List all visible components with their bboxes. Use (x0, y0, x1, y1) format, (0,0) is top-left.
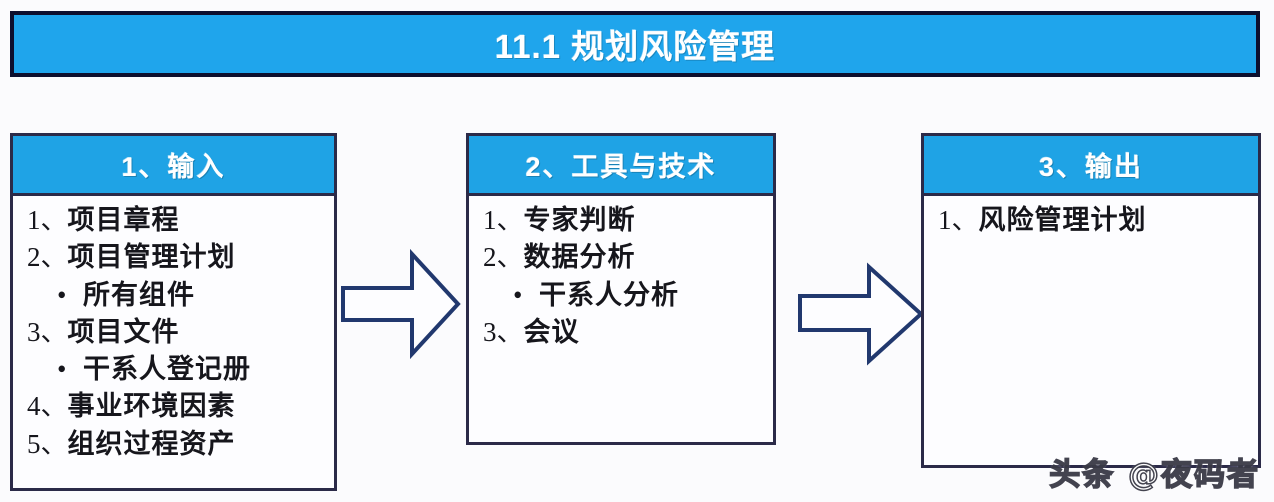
list-item-label: 组织过程资产 (67, 428, 236, 460)
process-box-tools-header: 2、工具与技术 (469, 136, 773, 196)
list-item-marker: 1、 (27, 205, 68, 235)
page-title: 11.1 规划风险管理 (494, 28, 776, 65)
process-box-input: 1、输入 1、项目章程 2、项目管理计划 • 所有组件 3、项目文件 • 干系人登记… (10, 133, 337, 491)
list-item-marker: • (57, 354, 67, 384)
list-item-marker: 2、 (483, 242, 524, 273)
list-item-label: 专家判断 (523, 205, 636, 236)
slide-title-banner: 11.1 规划风险管理 (10, 11, 1260, 77)
list-item-marker: 1、 (938, 205, 979, 235)
list-item-label: 项目文件 (67, 316, 180, 348)
process-box-output-body: 1、风险管理计划 (924, 196, 1258, 243)
process-box-input-header-label: 1、输入 (121, 152, 226, 182)
list-item: 1、专家判断 (483, 202, 769, 239)
list-item: 1、风险管理计划 (938, 202, 1254, 239)
list-item: 5、组织过程资产 (27, 426, 330, 463)
list-item-marker: 5、 (27, 428, 68, 459)
list-item: 4、事业环境因素 (27, 388, 330, 425)
watermark: 头条 @夜码者 (1048, 456, 1260, 494)
list-item-label: 项目管理计划 (67, 242, 236, 274)
list-item-marker: 2、 (27, 242, 68, 273)
process-box-input-body: 1、项目章程 2、项目管理计划 • 所有组件 3、项目文件 • 干系人登记册 4、事… (13, 196, 334, 467)
list-item-marker: • (513, 279, 523, 310)
list-item: 3、项目文件 (27, 314, 330, 351)
list-item-marker: • (57, 279, 67, 310)
list-item-label: 项目章程 (67, 205, 180, 236)
right-arrow-icon (798, 262, 924, 366)
list-item: 1、项目章程 (27, 202, 330, 239)
list-item-label: 数据分析 (523, 242, 636, 274)
process-box-input-header: 1、输入 (13, 136, 334, 196)
list-item-label: 干系人登记册 (83, 354, 251, 385)
list-item-label: 风险管理计划 (978, 205, 1147, 236)
process-box-tools: 2、工具与技术 1、专家判断 2、数据分析 • 干系人分析 3、会议 (466, 133, 776, 445)
list-item: 2、数据分析 (483, 239, 769, 276)
process-box-output-header-label: 3、输出 (1038, 152, 1144, 182)
list-item-marker: 3、 (27, 316, 68, 347)
list-item: • 所有组件 (27, 277, 330, 314)
list-item-label: 事业环境因素 (67, 391, 236, 423)
list-item: • 干系人分析 (483, 277, 769, 314)
list-item: 2、项目管理计划 (27, 239, 330, 276)
list-item-label: 干系人分析 (539, 279, 679, 311)
process-box-output-header: 3、输出 (924, 136, 1258, 196)
process-box-tools-body: 1、专家判断 2、数据分析 • 干系人分析 3、会议 (469, 196, 773, 355)
process-box-tools-header-label: 2、工具与技术 (525, 152, 717, 182)
list-item-marker: 4、 (27, 391, 68, 422)
right-arrow-icon (341, 248, 461, 360)
list-item: • 干系人登记册 (27, 351, 330, 388)
list-item-marker: 3、 (483, 316, 524, 347)
list-item-label: 所有组件 (83, 279, 195, 311)
list-item-label: 会议 (523, 316, 580, 348)
process-box-output: 3、输出 1、风险管理计划 (921, 133, 1261, 468)
list-item-marker: 1、 (483, 205, 524, 235)
list-item: 3、会议 (483, 314, 769, 351)
